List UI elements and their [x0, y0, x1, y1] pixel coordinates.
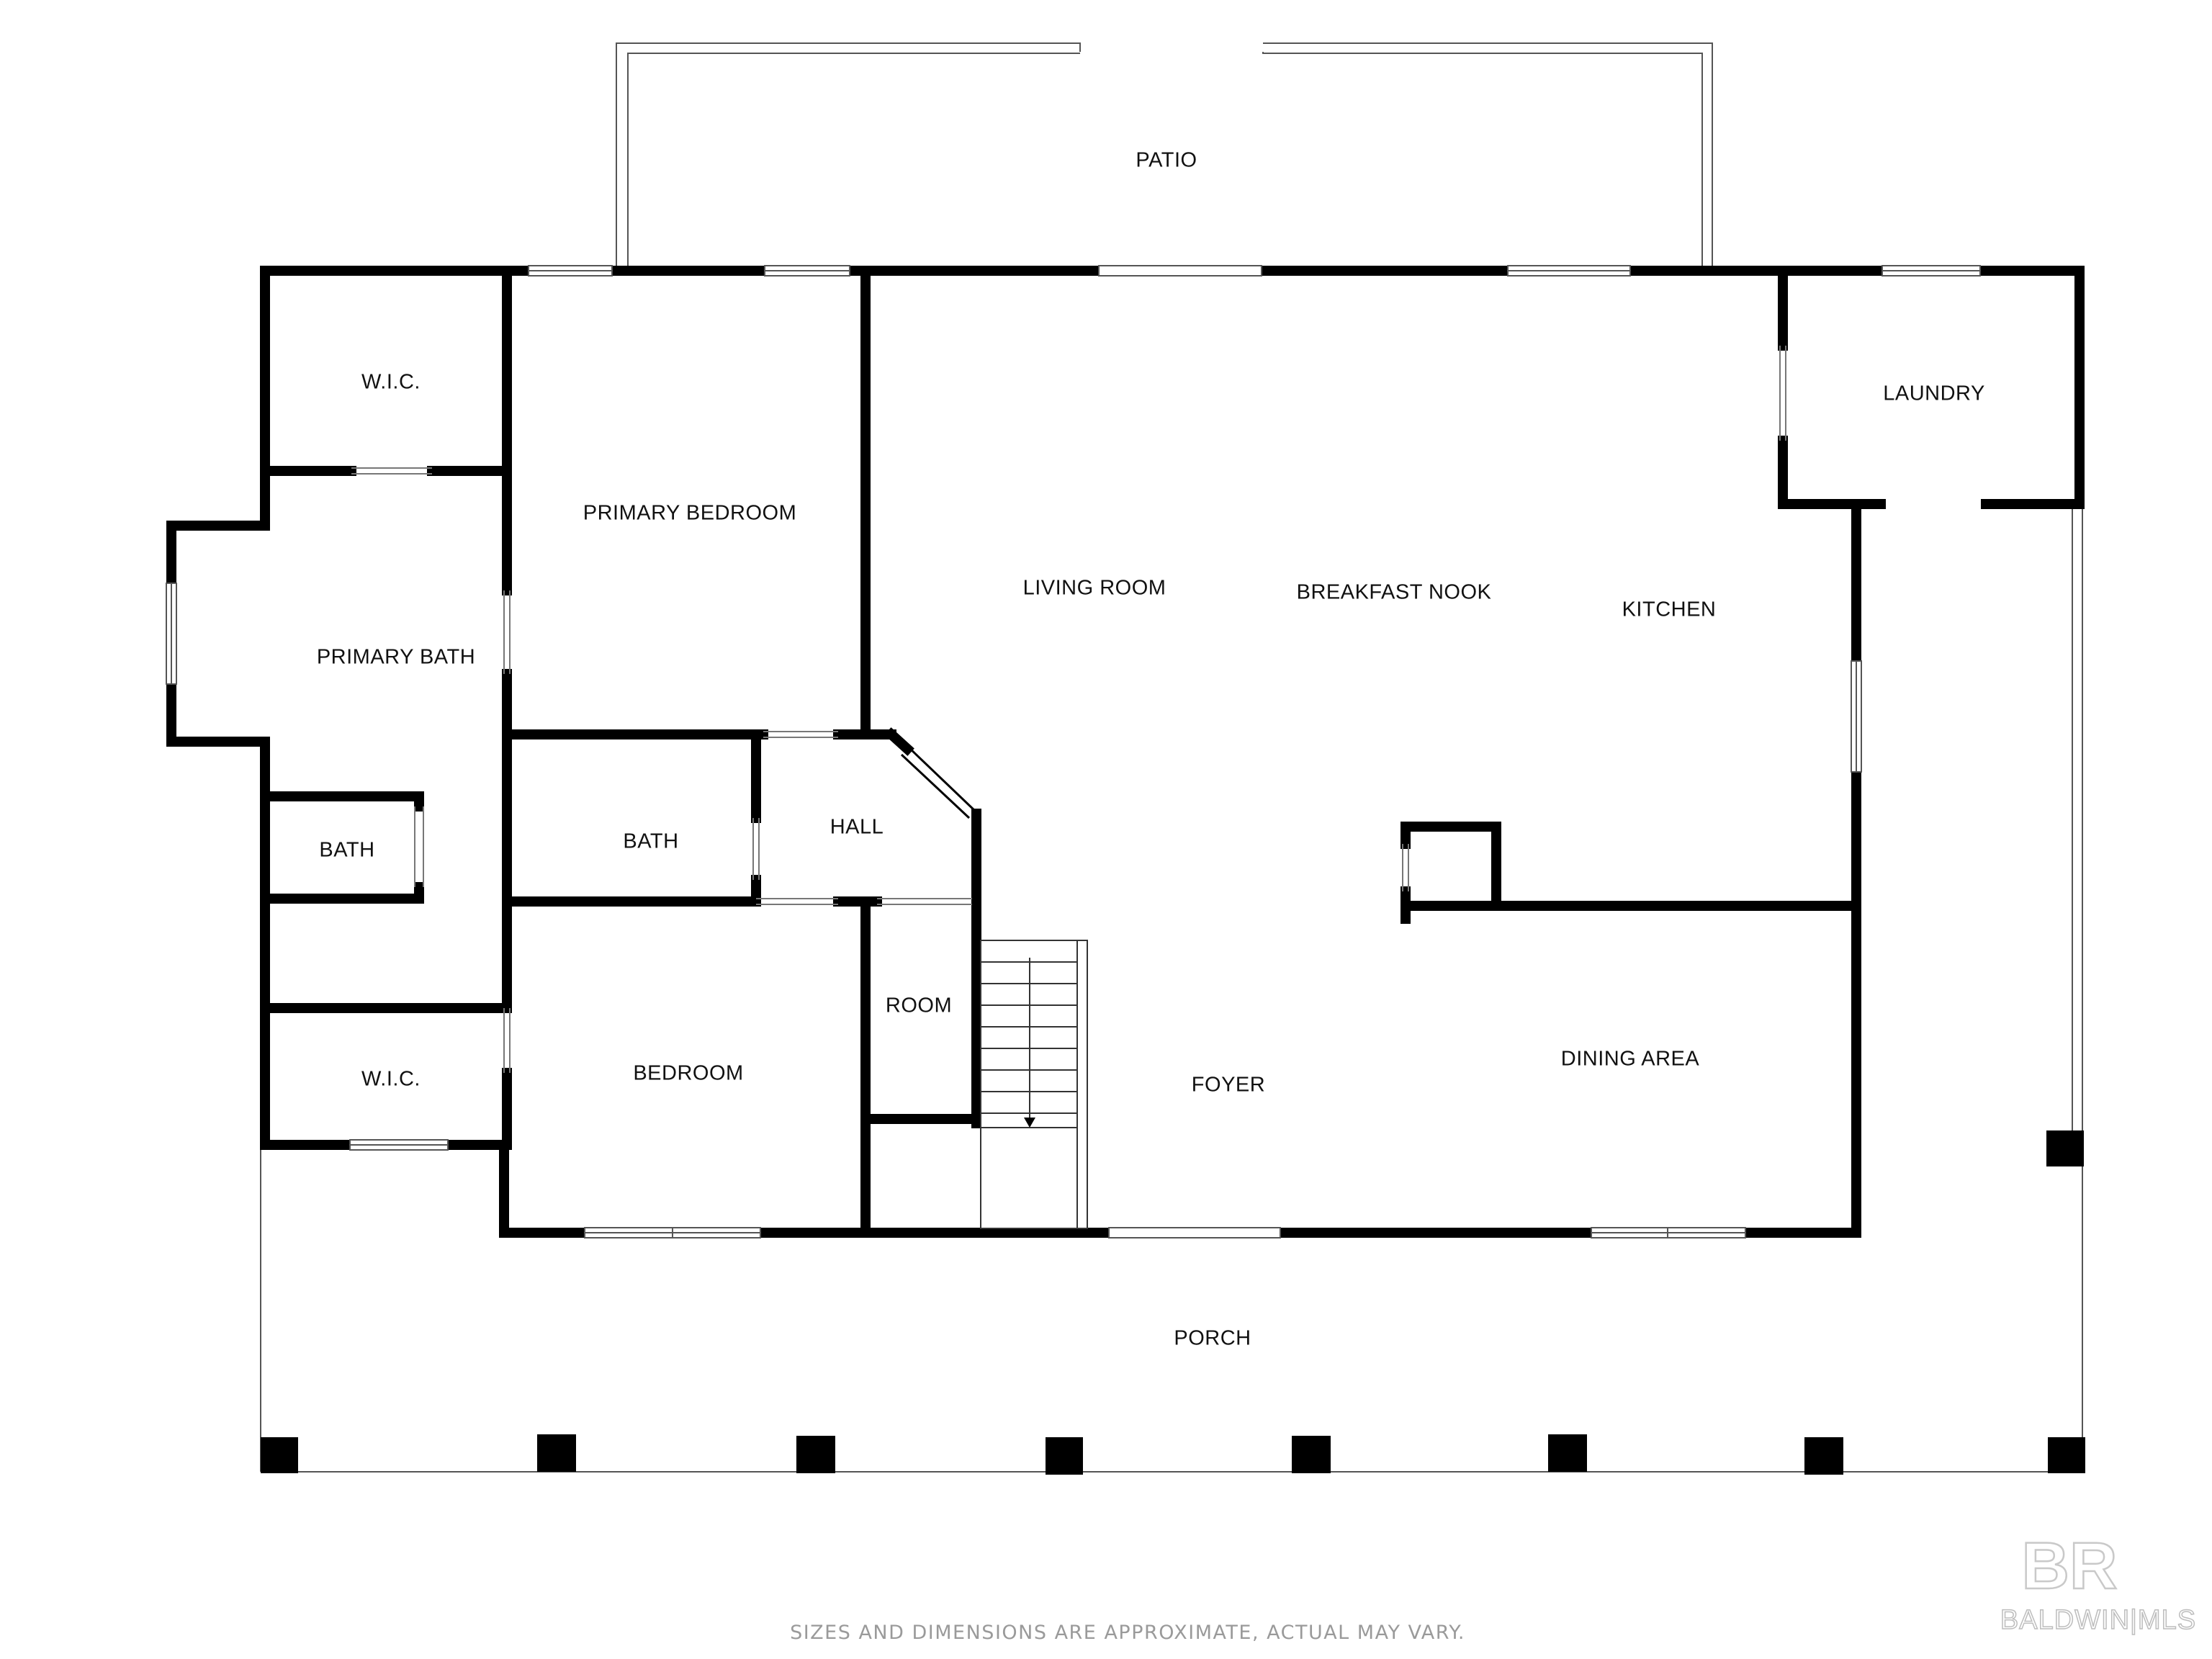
label-wic-lower: W.I.C. [361, 1068, 421, 1091]
label-bath-small: BATH [319, 839, 374, 862]
logo-text: BALDWIN|MLS [2000, 1605, 2196, 1635]
baldwin-mls-logo: BR BALDWIN|MLS [2000, 1529, 2196, 1636]
label-dining-area: DINING AREA [1561, 1048, 1700, 1071]
stairs [980, 940, 1088, 1229]
room-labels: PATIO W.I.C. PRIMARY BEDROOM PRIMARY BAT… [317, 149, 1985, 1350]
label-breakfast-nook: BREAKFAST NOOK [1297, 581, 1492, 604]
logo-mark: BR [2022, 1529, 2118, 1603]
label-kitchen: KITCHEN [1622, 598, 1717, 621]
label-patio: PATIO [1136, 149, 1197, 172]
label-bath-hall: BATH [623, 830, 678, 853]
label-foyer: FOYER [1192, 1074, 1265, 1097]
label-living-room: LIVING ROOM [1023, 577, 1166, 600]
patio-outline [616, 42, 1713, 266]
label-laundry: LAUNDRY [1883, 382, 1985, 405]
label-primary-bath: PRIMARY BATH [317, 646, 475, 669]
hall-diagonal-wall [900, 746, 976, 819]
label-room: ROOM [886, 994, 952, 1017]
label-primary-bedroom: PRIMARY BEDROOM [583, 502, 796, 525]
door-openings [351, 346, 1786, 1073]
windows [166, 265, 1981, 1238]
porch-posts [261, 1130, 2085, 1475]
label-wic-upper: W.I.C. [361, 371, 421, 394]
label-bedroom: BEDROOM [633, 1062, 743, 1085]
label-hall: HALL [830, 816, 884, 839]
disclaimer-text: SIZES AND DIMENSIONS ARE APPROXIMATE, AC… [790, 1622, 1465, 1644]
label-porch: PORCH [1174, 1327, 1251, 1350]
